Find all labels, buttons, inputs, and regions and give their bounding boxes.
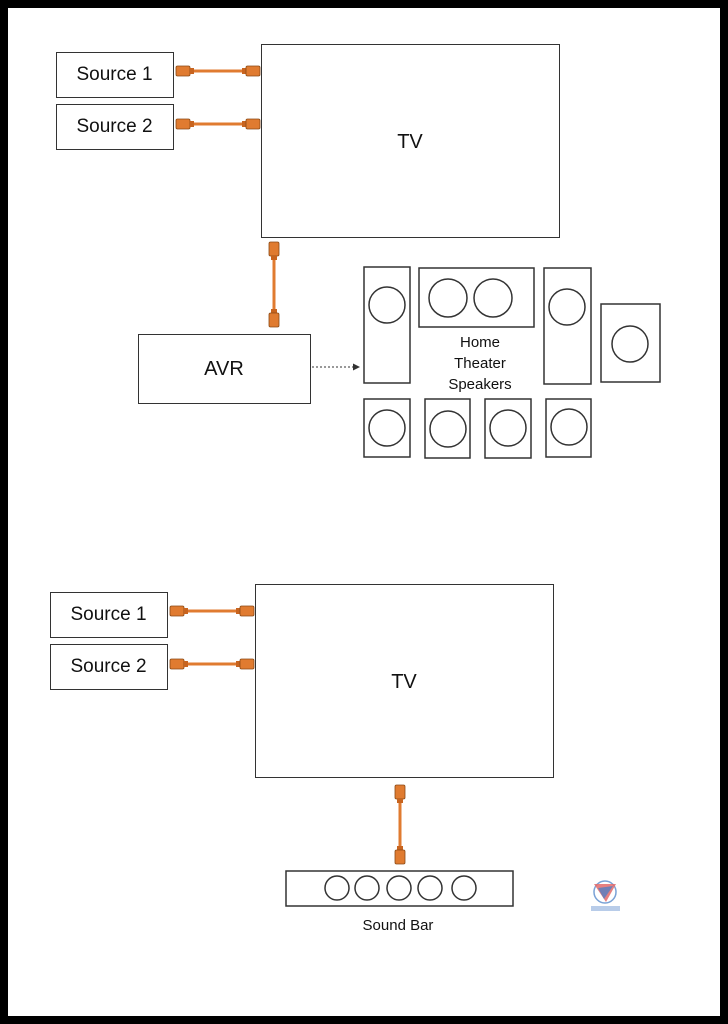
speakers-label-line-3: Speakers xyxy=(448,376,512,393)
source-1-box-bottom: Source 1 xyxy=(50,592,168,638)
source-1-box-top: Source 1 xyxy=(56,52,174,98)
tv-label: TV xyxy=(397,131,423,153)
avr-box: AVR xyxy=(138,334,311,404)
source-2-label: Source 2 xyxy=(70,656,147,677)
speakers-label-line-2: Theater xyxy=(454,355,506,372)
home-theater-speakers-label: Home Theater Speakers xyxy=(430,332,530,395)
source-2-box-bottom: Source 2 xyxy=(50,644,168,690)
tv-label: TV xyxy=(391,671,417,693)
source-2-label: Source 2 xyxy=(76,116,153,137)
speakers-label-line-1: Home xyxy=(459,334,500,351)
sound-bar-label: Sound Bar xyxy=(362,917,434,934)
tv-box-bottom: TV xyxy=(255,584,554,778)
source-2-box-top: Source 2 xyxy=(56,104,174,150)
source-1-label: Source 1 xyxy=(70,604,147,625)
avr-label: AVR xyxy=(204,358,244,380)
source-1-label: Source 1 xyxy=(76,64,153,85)
tv-box-top: TV xyxy=(261,44,560,238)
